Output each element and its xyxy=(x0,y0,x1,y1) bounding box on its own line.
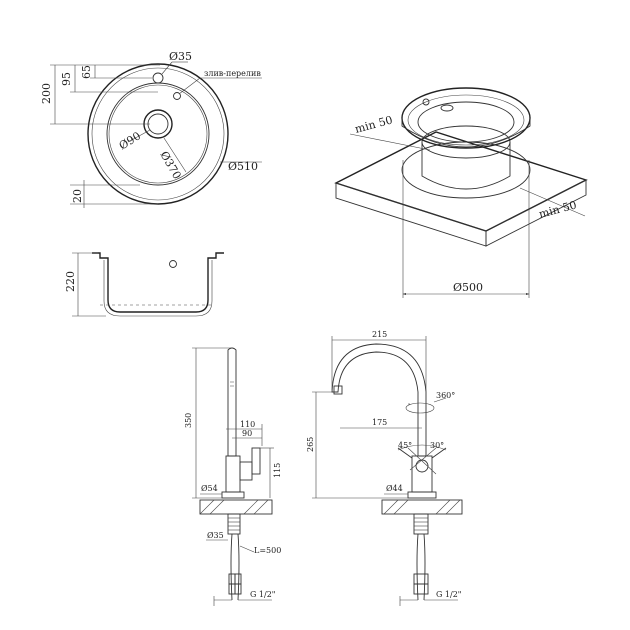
sink-top-view: 200 95 65 20 Ø35 злив-перелив Ø90 Ø370 Ø… xyxy=(40,50,262,208)
min50-top-label: min 50 xyxy=(353,113,394,136)
w90-label: 90 xyxy=(242,429,252,438)
hose-length-label: L=500 xyxy=(254,546,281,555)
h265-label: 265 xyxy=(306,437,315,452)
front-thread-label: G 1/2" xyxy=(436,590,462,599)
outer-rim-inner-circle xyxy=(91,67,225,201)
d35-label: Ø35 xyxy=(169,50,192,63)
w110-label: 110 xyxy=(240,420,255,429)
d510-label: Ø510 xyxy=(228,160,258,173)
front-d44-label: Ø44 xyxy=(386,484,403,493)
d370-label: Ø370 xyxy=(157,149,183,181)
overflow-hole-circle xyxy=(173,92,181,100)
dim-65-label: 65 xyxy=(80,65,93,79)
front-countertop xyxy=(381,499,463,515)
w215-label: 215 xyxy=(372,330,387,339)
h350-label: 350 xyxy=(184,413,193,428)
d500-label: Ø500 xyxy=(453,281,483,294)
dim-220-label: 220 xyxy=(64,271,77,292)
faucet-side-view: 350 110 90 115 Ø54 Ø35 L=500 G 1/2" xyxy=(184,347,282,606)
rotation-ellipse xyxy=(405,402,435,414)
reach175-label: 175 xyxy=(372,418,387,427)
faucet-front-view: 215 360° 175 265 45° 30° Ø44 G 1/2" xyxy=(306,330,463,606)
dim-95-label: 95 xyxy=(60,72,73,86)
ang45-label: 45° xyxy=(398,441,412,450)
h115-label: 115 xyxy=(273,463,282,478)
overflow-label: злив-перелив xyxy=(204,69,261,78)
side-thread-label: G 1/2" xyxy=(250,590,276,599)
side-d35-label: Ø35 xyxy=(207,531,224,540)
bowl-inner-circle xyxy=(108,84,208,184)
drain-inner-circle xyxy=(147,113,169,135)
faucet-hole-circle xyxy=(152,72,164,84)
sink-isometric-view: Ø500 min 50 min 50 xyxy=(334,87,588,298)
side-d54-label: Ø54 xyxy=(201,484,218,493)
section-overflow-hole xyxy=(169,260,177,268)
rot360-label: 360° xyxy=(436,391,455,400)
ang30-label: 30° xyxy=(430,441,444,450)
sink-section-view: 220 xyxy=(64,252,224,317)
d90-label: Ø90 xyxy=(117,129,143,152)
dim-200-label: 200 xyxy=(40,83,53,104)
dim-20-label: 20 xyxy=(71,189,84,203)
